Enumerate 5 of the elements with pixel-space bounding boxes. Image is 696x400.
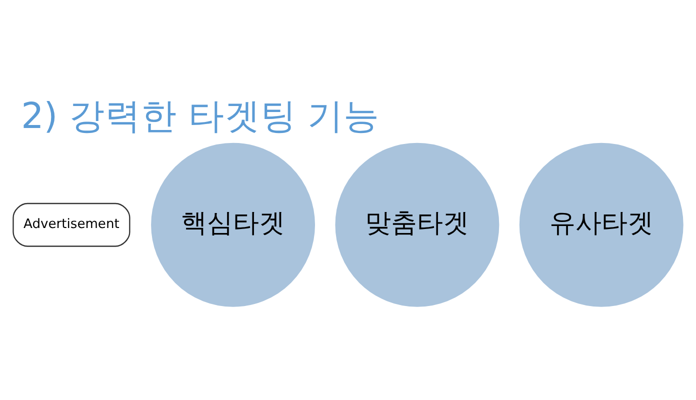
node-circle: 유사타겟: [519, 142, 684, 306]
node-box: Advertisement: [12, 202, 130, 246]
diagram-title: 2) 강력한 타겟팅 기능: [21, 96, 380, 137]
node-circle: 맞춤타겟: [335, 142, 500, 306]
node-circle: 핵심타겟: [151, 142, 316, 306]
